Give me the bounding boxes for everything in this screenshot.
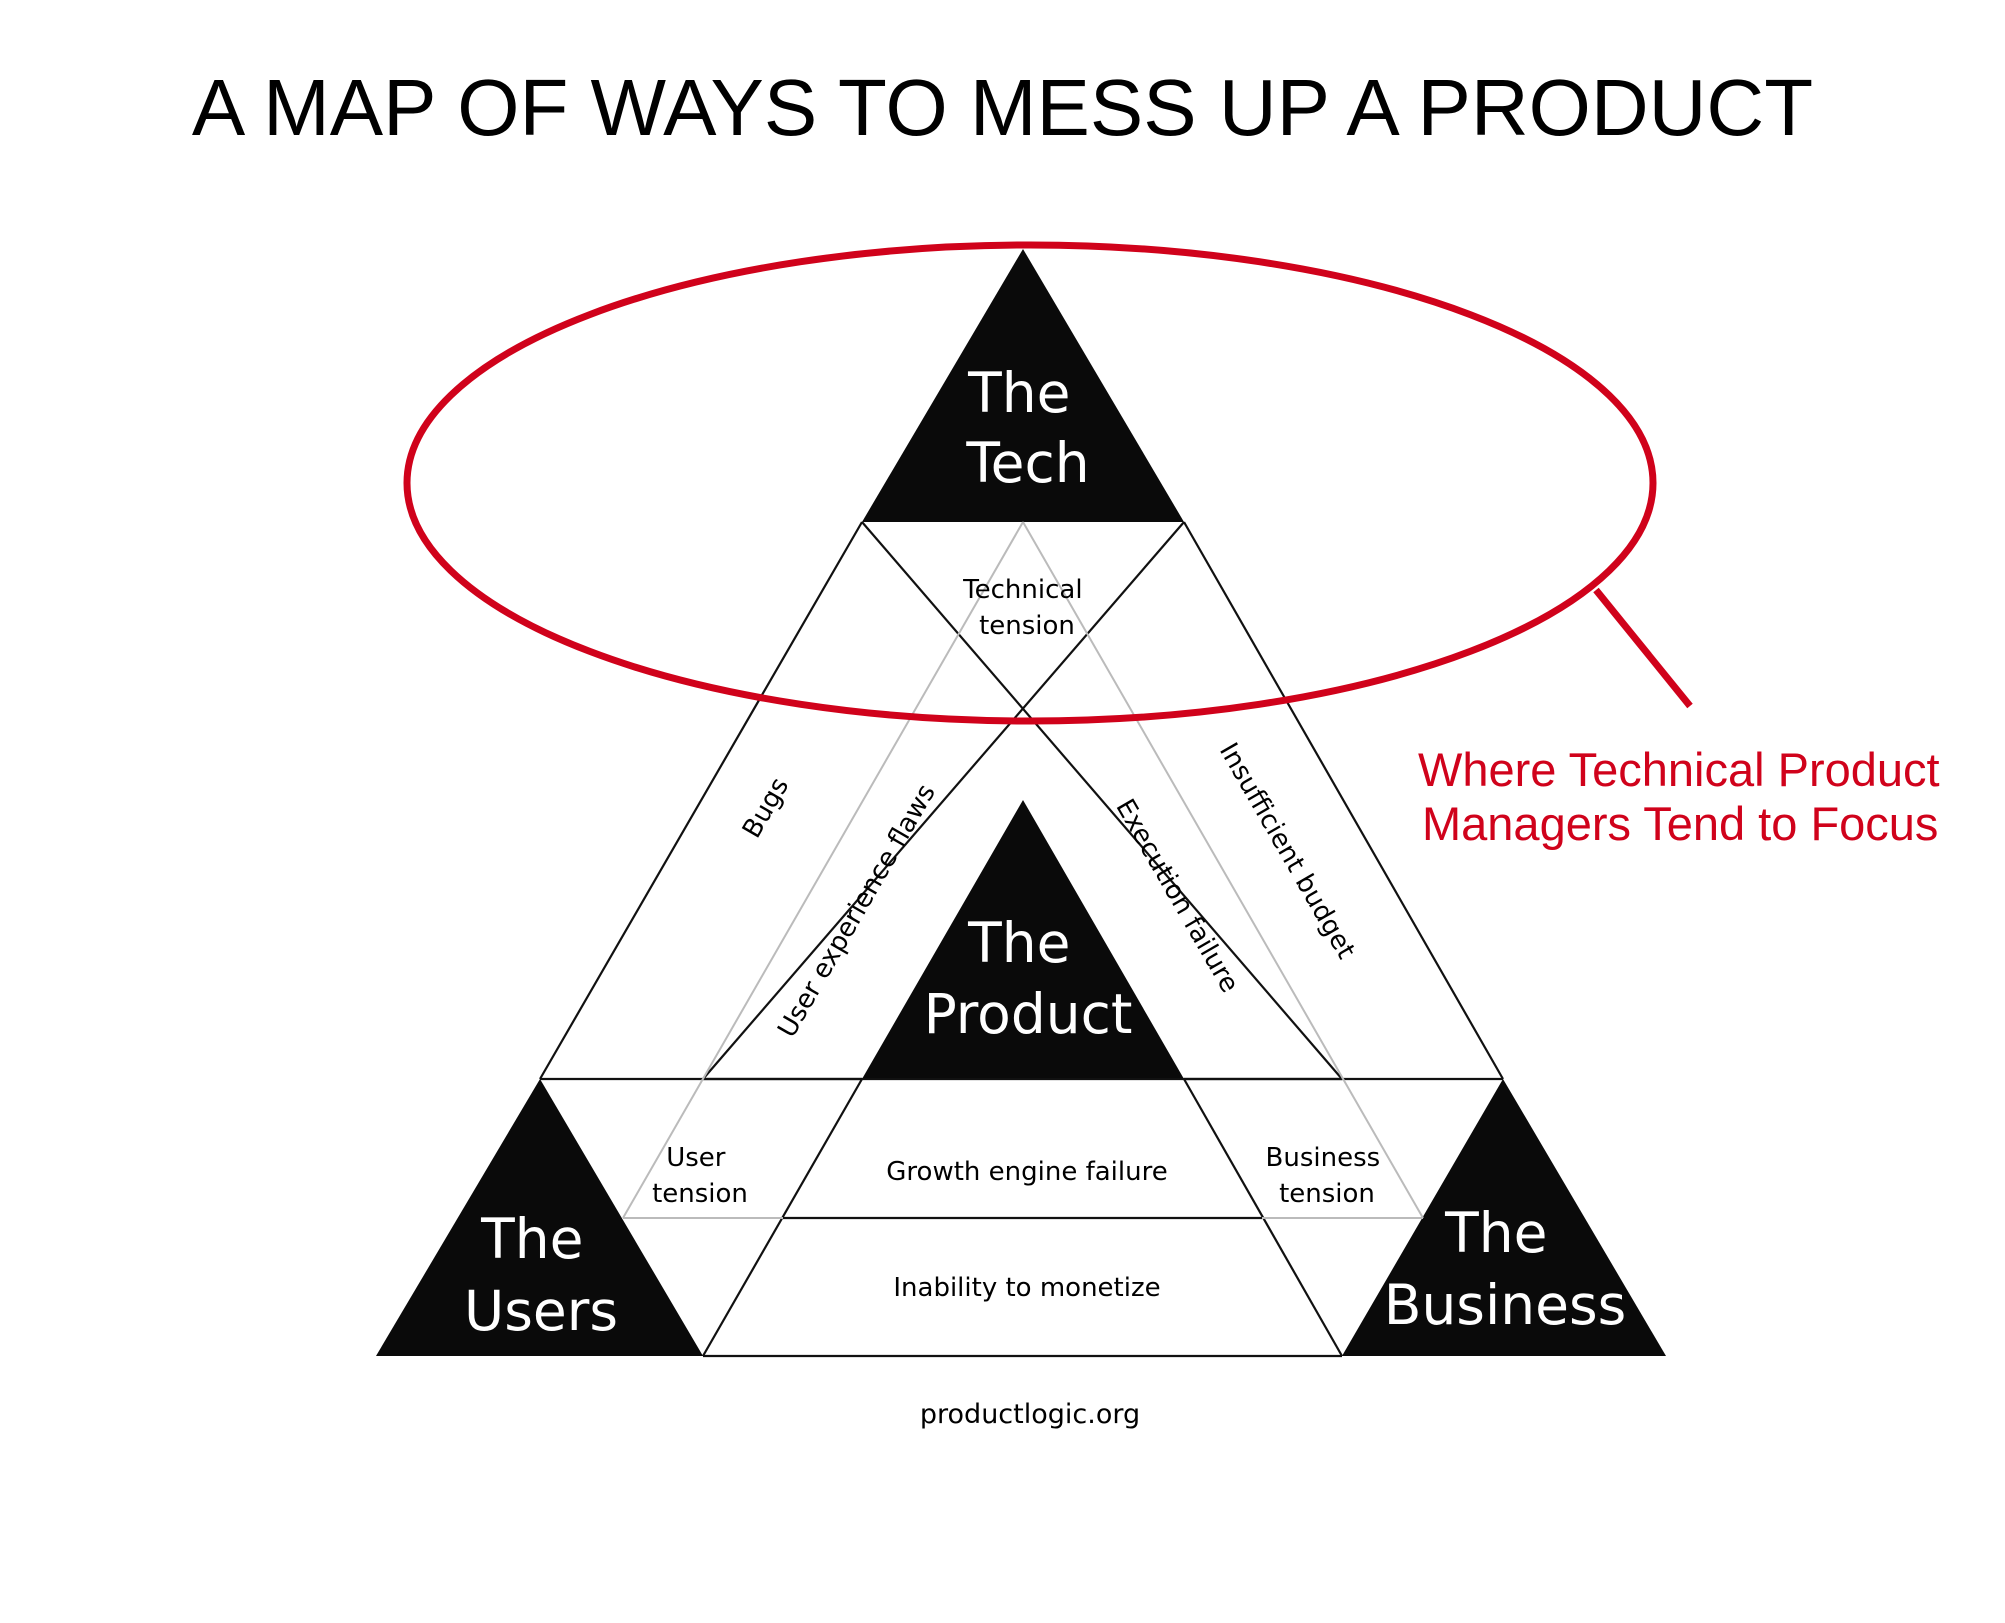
business-triangle [1342,1079,1666,1356]
product-triangle [862,800,1184,1079]
focus-pointer [1593,587,1693,709]
execution-failure-label: Execution failure [1109,794,1244,998]
insufficient-budget-label: Insufficient budget [1213,738,1361,964]
users-label: The Users [464,1207,618,1343]
growth-engine-failure-label: Growth engine failure [886,1157,1167,1187]
users-triangle [376,1079,703,1356]
inability-to-monetize-label: Inability to monetize [893,1273,1160,1303]
page-title: A MAP OF WAYS TO MESS UP A PRODUCT [191,63,1814,152]
focus-ellipse [403,241,1657,725]
business-tension-label: Business tension [1266,1143,1389,1209]
tech-label: The Tech [965,361,1089,495]
user-tension-label: User tension [652,1143,748,1209]
product-label: The Product [924,911,1133,1046]
technical-tension-label: Technical tension [962,575,1091,641]
source-credit: productlogic.org [920,1399,1140,1430]
bugs-label: Bugs [737,773,795,844]
focus-annotation: Where Technical Product Managers Tend to… [1418,743,1953,850]
business-label: The Business [1384,1201,1627,1337]
tension-lines [622,521,1424,1219]
tech-triangle [862,249,1184,522]
